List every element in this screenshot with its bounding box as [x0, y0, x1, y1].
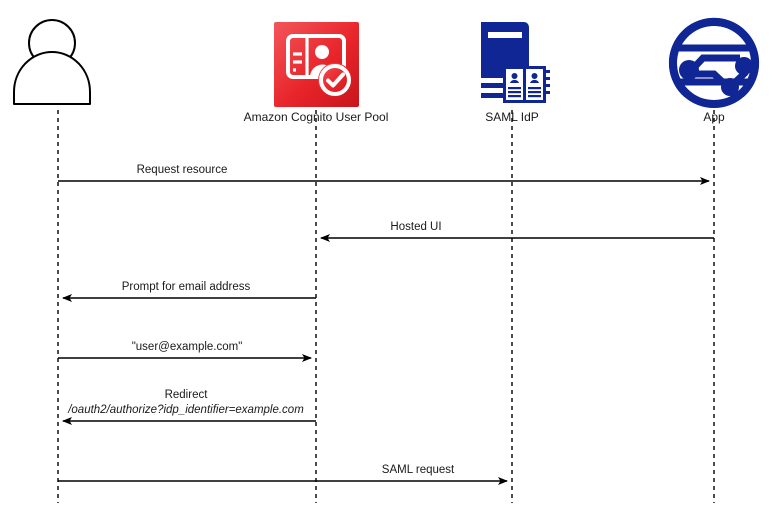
- participant-label-cognito: Amazon Cognito User Pool: [243, 110, 389, 124]
- message-label-user-email: "user@example.com": [131, 341, 243, 353]
- message-label-redirect-url: /oauth2/authorize?idp_identifier=example…: [68, 404, 304, 416]
- user-actor-icon: [13, 19, 91, 105]
- message-label-request-resource: Request resource: [136, 164, 228, 176]
- participant-label-samlidp: SAML IdP: [485, 110, 539, 124]
- message-label-saml-request: SAML request: [381, 464, 455, 476]
- saml-idp-directory-icon: [481, 22, 550, 103]
- message-label-hosted-ui: Hosted UI: [390, 221, 442, 233]
- participant-label-app: App: [703, 110, 725, 124]
- message-label-prompt-email: Prompt for email address: [121, 281, 251, 293]
- lifelines-group: [57, 110, 715, 503]
- app-globe-icon: [668, 17, 760, 108]
- amazon-cognito-icon: [274, 22, 359, 107]
- message-label-redirect: Redirect: [164, 389, 208, 401]
- messages-group: [58, 177, 714, 485]
